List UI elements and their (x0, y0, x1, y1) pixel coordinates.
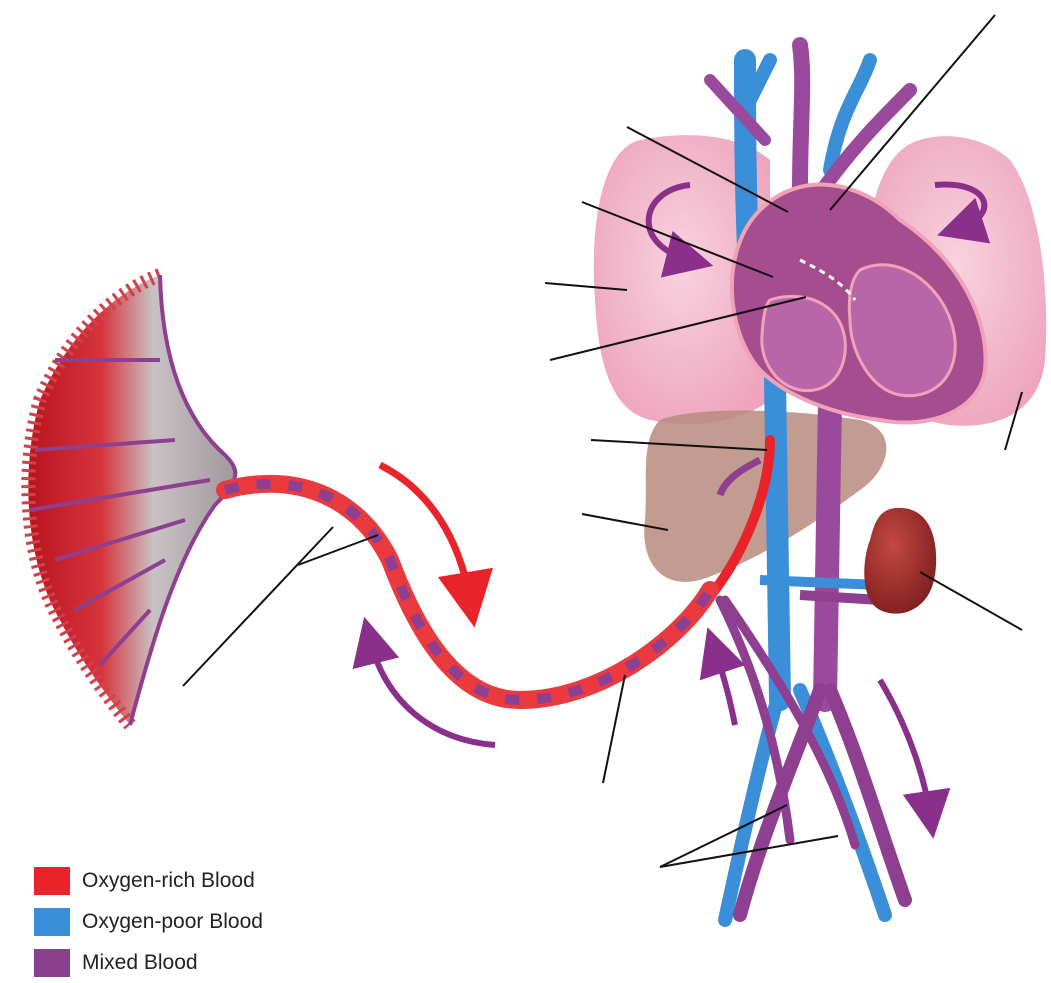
inferior-vena-cava (775, 380, 780, 700)
kidney (864, 508, 936, 614)
descending-aorta (825, 400, 830, 700)
legend-label: Mixed Blood (82, 951, 198, 975)
legend-swatch-purple (34, 949, 70, 977)
flow-arrow-purple-down (880, 680, 930, 815)
aortic-arch (800, 45, 802, 190)
legend-swatch-red (34, 867, 70, 895)
leader-line (603, 675, 625, 783)
heart-chamber-right (762, 296, 846, 390)
legend-label: Oxygen-rich Blood (82, 869, 255, 893)
leader-line (183, 527, 333, 686)
legend-label: Oxygen-poor Blood (82, 910, 263, 934)
leader-line (920, 572, 1022, 630)
flow-arrow-purple-up (715, 650, 735, 725)
legend-item-oxygen-rich: Oxygen-rich Blood (34, 860, 263, 901)
leader-lines (183, 15, 1022, 867)
legend-item-mixed: Mixed Blood (34, 942, 263, 983)
legend-item-oxygen-poor: Oxygen-poor Blood (34, 901, 263, 942)
renal-vessels (760, 580, 880, 585)
legend-swatch-blue (34, 908, 70, 936)
legend: Oxygen-rich Blood Oxygen-poor Blood Mixe… (34, 860, 263, 983)
renal-artery (800, 595, 880, 600)
placenta (28, 275, 237, 725)
